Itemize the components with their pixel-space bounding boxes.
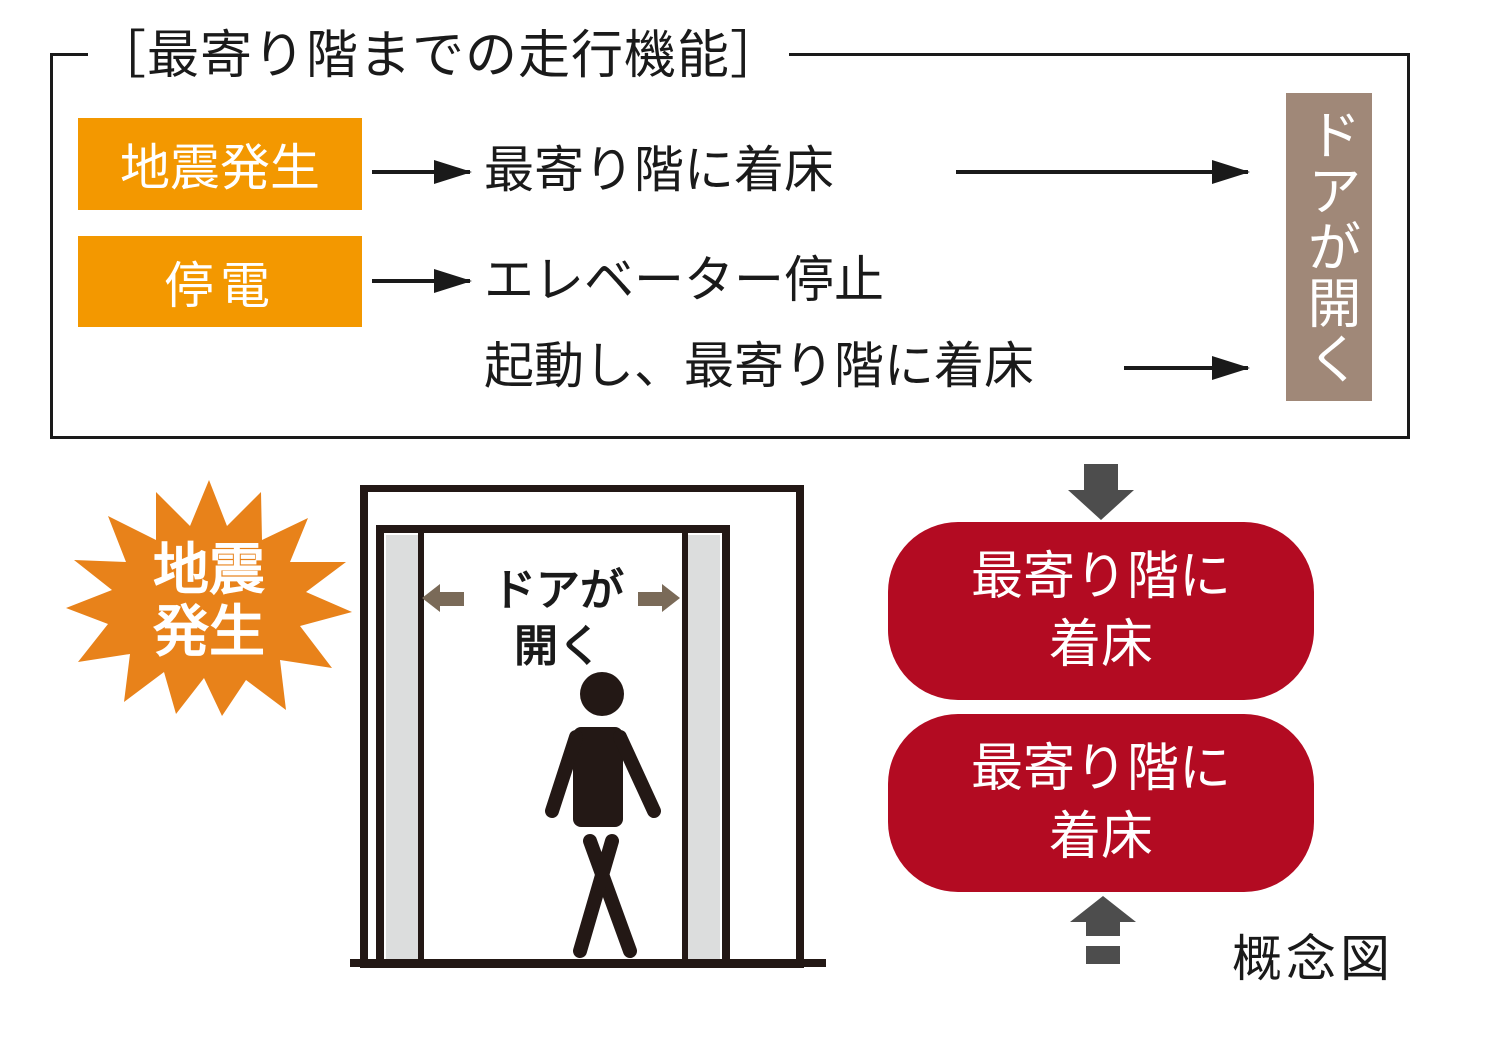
landing-pill-bottom: 最寄り階に 着床: [888, 714, 1314, 892]
step-restart-land: 起動し、最寄り階に着床: [484, 337, 1034, 395]
arrow-down-icon: [1068, 464, 1134, 520]
door-opens-label: ドアが 開く: [478, 563, 638, 675]
door-label-line2: 開く: [514, 621, 602, 672]
result-door-opens: ドアが開く: [1286, 93, 1372, 401]
landing-pill-top: 最寄り階に 着床: [888, 522, 1314, 700]
arrow-right-icon: [1124, 356, 1250, 380]
concept-caption: 概念図: [1232, 930, 1394, 988]
step-land-nearest-floor: 最寄り階に着床: [484, 141, 834, 199]
elevator-door-illustration: [350, 485, 826, 968]
trigger-earthquake: 地震発生: [78, 118, 362, 210]
arrow-right-icon: [372, 269, 472, 293]
arrow-right-icon: [956, 160, 1250, 184]
trigger-power-outage: 停電: [78, 236, 362, 327]
arrow-up-icon: [1070, 896, 1136, 964]
burst-icon: [66, 480, 352, 716]
pill-top-line2: 着床: [1048, 615, 1153, 675]
burst-label: 地震 発生: [64, 540, 354, 664]
pill-bottom-line1: 最寄り階に: [970, 739, 1231, 799]
arrow-right-icon: [372, 160, 472, 184]
diagram-title: ［最寄り階までの走行機能］: [88, 24, 790, 88]
burst-label-line1: 地震: [153, 538, 265, 603]
pill-bottom-line2: 着床: [1048, 807, 1153, 867]
step-elevator-stop: エレベーター停止: [484, 251, 884, 309]
burst-label-line2: 発生: [153, 600, 265, 665]
door-label-line1: ドアが: [492, 565, 624, 616]
pill-top-line1: 最寄り階に: [970, 547, 1231, 607]
